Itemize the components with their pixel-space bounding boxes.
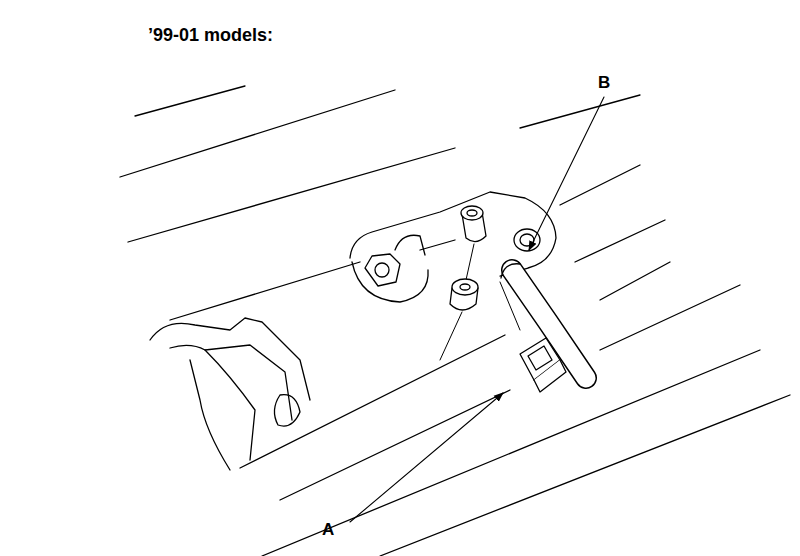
body-line xyxy=(240,335,505,468)
leader-line xyxy=(350,393,503,522)
flange-nut xyxy=(375,263,389,277)
hose-end xyxy=(501,264,520,278)
body-line xyxy=(262,350,760,556)
pipe-edge xyxy=(170,262,360,320)
hose-clamp xyxy=(528,346,552,370)
exhaust-pipe xyxy=(170,345,292,420)
stud xyxy=(395,235,425,255)
rubber-bushing xyxy=(452,279,478,295)
body-line xyxy=(128,148,455,242)
mounting-bolt xyxy=(467,210,477,216)
heading: ’99-01 models: xyxy=(148,26,273,44)
exhaust-pipe xyxy=(274,395,300,426)
body-line xyxy=(560,165,640,205)
body-line xyxy=(520,95,640,128)
mounting-bolt xyxy=(461,206,483,220)
exhaust-pipe xyxy=(190,360,230,470)
body-line xyxy=(135,86,245,116)
body-line xyxy=(120,90,395,177)
callout-letter: A xyxy=(322,521,334,538)
flange-nut xyxy=(365,254,400,286)
leader-line xyxy=(529,97,604,250)
bracket-hole xyxy=(514,229,540,251)
body-line xyxy=(600,285,740,350)
callout-letter: B xyxy=(598,74,610,91)
body-line xyxy=(600,262,670,300)
exhaust-pipe xyxy=(150,318,310,400)
exhaust-pipe xyxy=(205,350,255,460)
hose-clamp xyxy=(534,360,566,392)
rubber-bushing xyxy=(460,284,470,290)
hanger-bracket xyxy=(350,192,556,276)
hose xyxy=(512,270,586,378)
body-line xyxy=(380,395,790,556)
assembly-axis xyxy=(440,312,462,360)
hose xyxy=(512,270,586,378)
body-line xyxy=(575,220,665,262)
assembly-axis xyxy=(466,244,474,280)
pipe-edge xyxy=(420,240,455,250)
